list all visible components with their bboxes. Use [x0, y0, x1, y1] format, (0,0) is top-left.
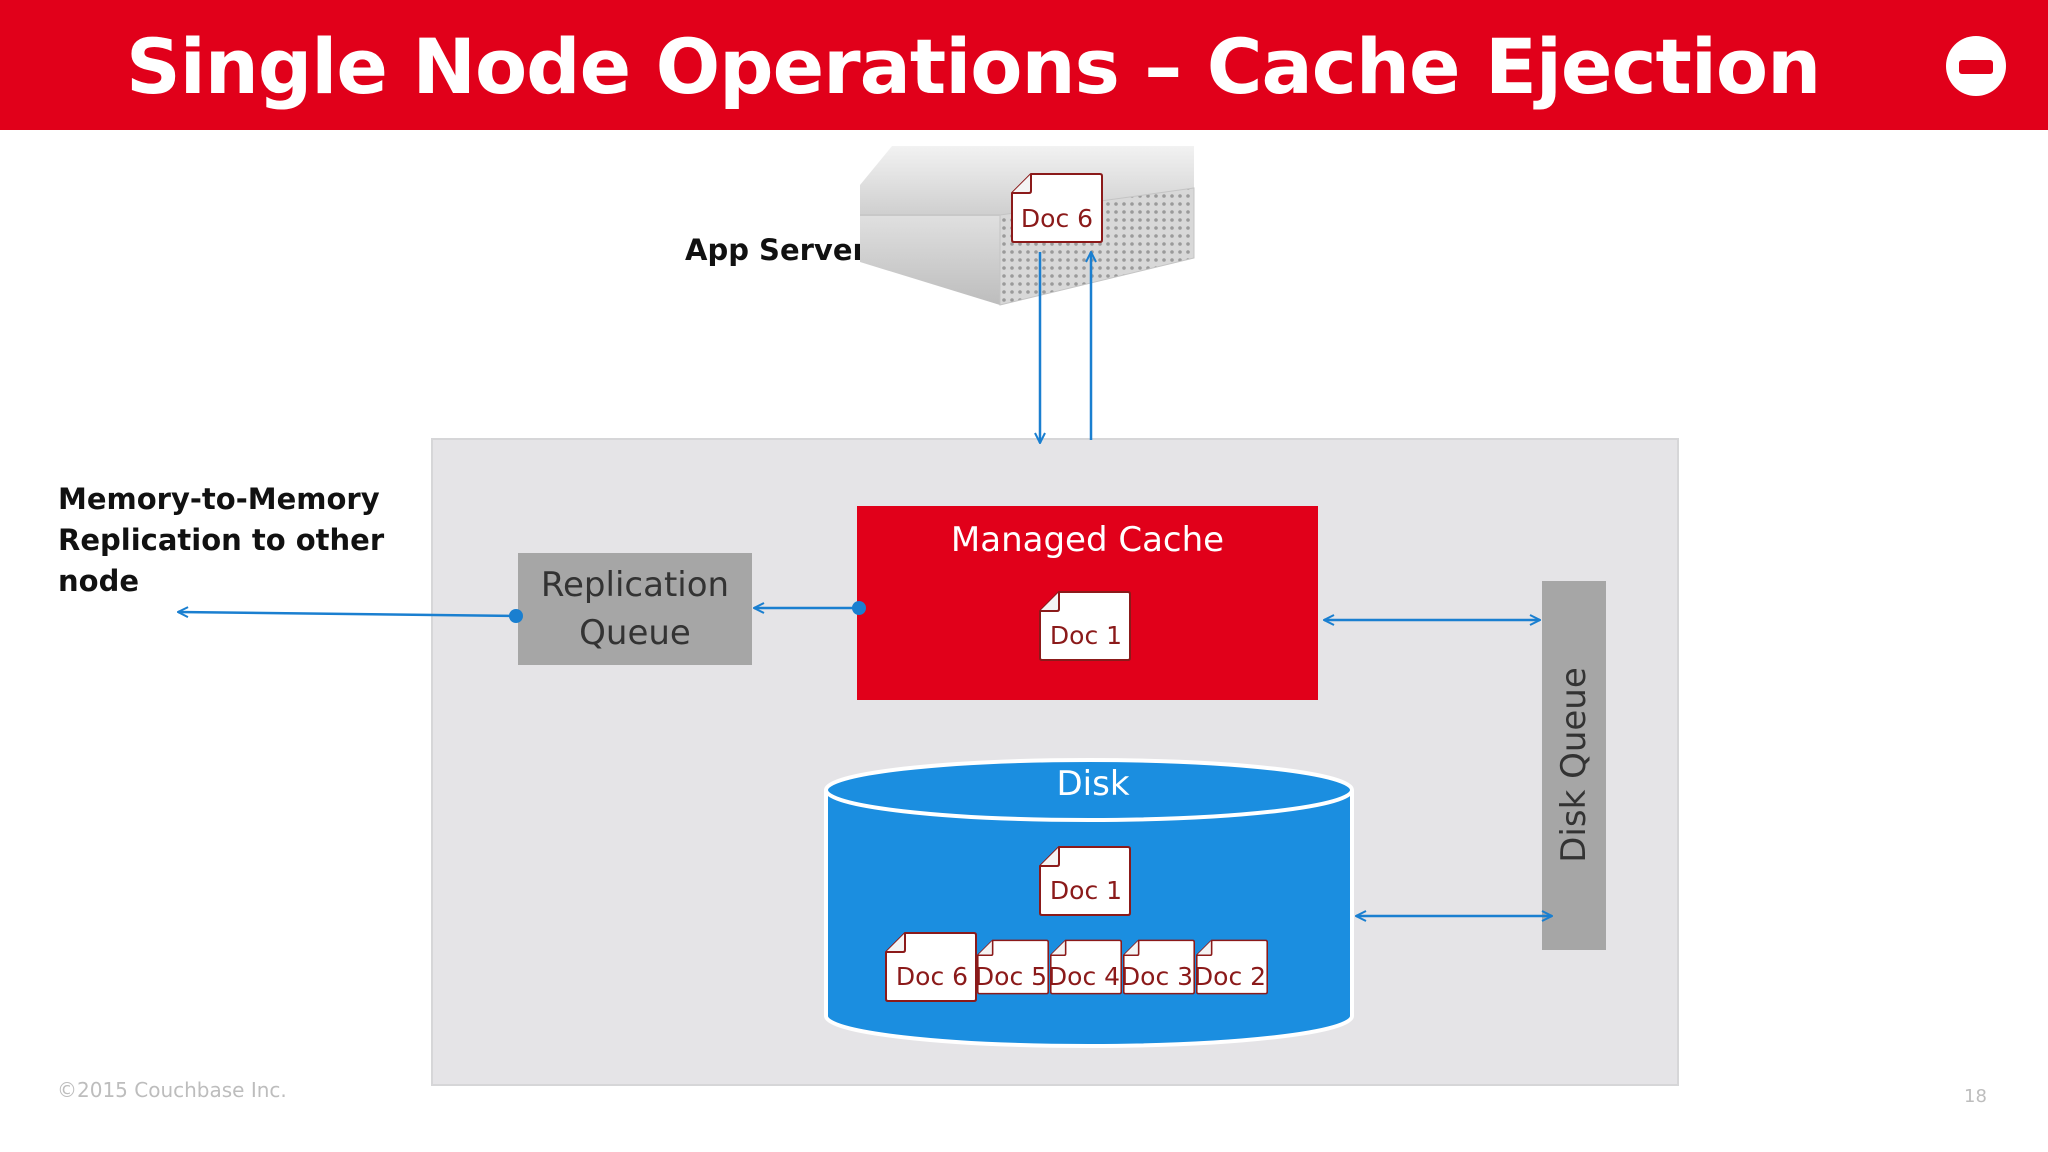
disk-label: Disk	[1056, 764, 1129, 804]
replication-note: Memory-to-Memory Replication to other no…	[58, 479, 384, 602]
cache-doc: Doc 1	[1039, 591, 1131, 661]
replication-queue-label-line1: Replication	[540, 565, 730, 605]
replication-note-line3: node	[58, 564, 139, 598]
couchbase-logo-icon	[1946, 36, 2006, 96]
disk-row-doc: Doc 3	[1121, 939, 1196, 995]
disk-row-doc: Doc 4	[1048, 939, 1123, 995]
disk-row-doc: Doc 5	[975, 939, 1050, 995]
disk-row-docs: Doc 2 Doc 3 Doc 4 Doc 5 Doc 6	[885, 932, 1269, 1002]
disk-top-doc: Doc 1	[1039, 846, 1131, 916]
disk-row-doc: Doc 6	[885, 932, 977, 1002]
replication-queue-box: Replication Queue	[518, 553, 752, 665]
disk-row-doc: Doc 2	[1194, 939, 1269, 995]
cache-doc-label: Doc 1	[1050, 621, 1122, 650]
app-server-label: App Server	[685, 233, 867, 267]
disk-row-doc-label: Doc 5	[975, 962, 1047, 991]
title-bar: Single Node Operations – Cache Ejection	[0, 0, 2048, 130]
disk-row-doc-label: Doc 3	[1121, 962, 1193, 991]
disk-row-doc-label: Doc 6	[896, 962, 968, 991]
disk-queue-box: Disk Queue	[1542, 581, 1606, 950]
app-server-doc-label: Doc 6	[1021, 204, 1093, 233]
disk-row-doc-label: Doc 4	[1048, 962, 1120, 991]
replication-connector-dot	[509, 609, 523, 623]
replication-queue-label-line2: Queue	[579, 613, 691, 653]
page-number: 18	[1964, 1086, 1987, 1107]
replication-note-line2: Replication to other	[58, 523, 385, 557]
cache-connector-dot	[852, 601, 866, 615]
slide-title: Single Node Operations – Cache Ejection	[126, 22, 1821, 111]
replication-note-line1: Memory-to-Memory	[58, 482, 380, 516]
copyright-footer: ©2015 Couchbase Inc.	[57, 1078, 287, 1102]
disk-top-doc-label: Doc 1	[1050, 876, 1122, 905]
disk-row-doc-label: Doc 2	[1194, 962, 1266, 991]
managed-cache-label: Managed Cache	[950, 520, 1225, 560]
replication-out-arrow	[178, 612, 517, 616]
app-server-doc: Doc 6	[1010, 172, 1104, 244]
